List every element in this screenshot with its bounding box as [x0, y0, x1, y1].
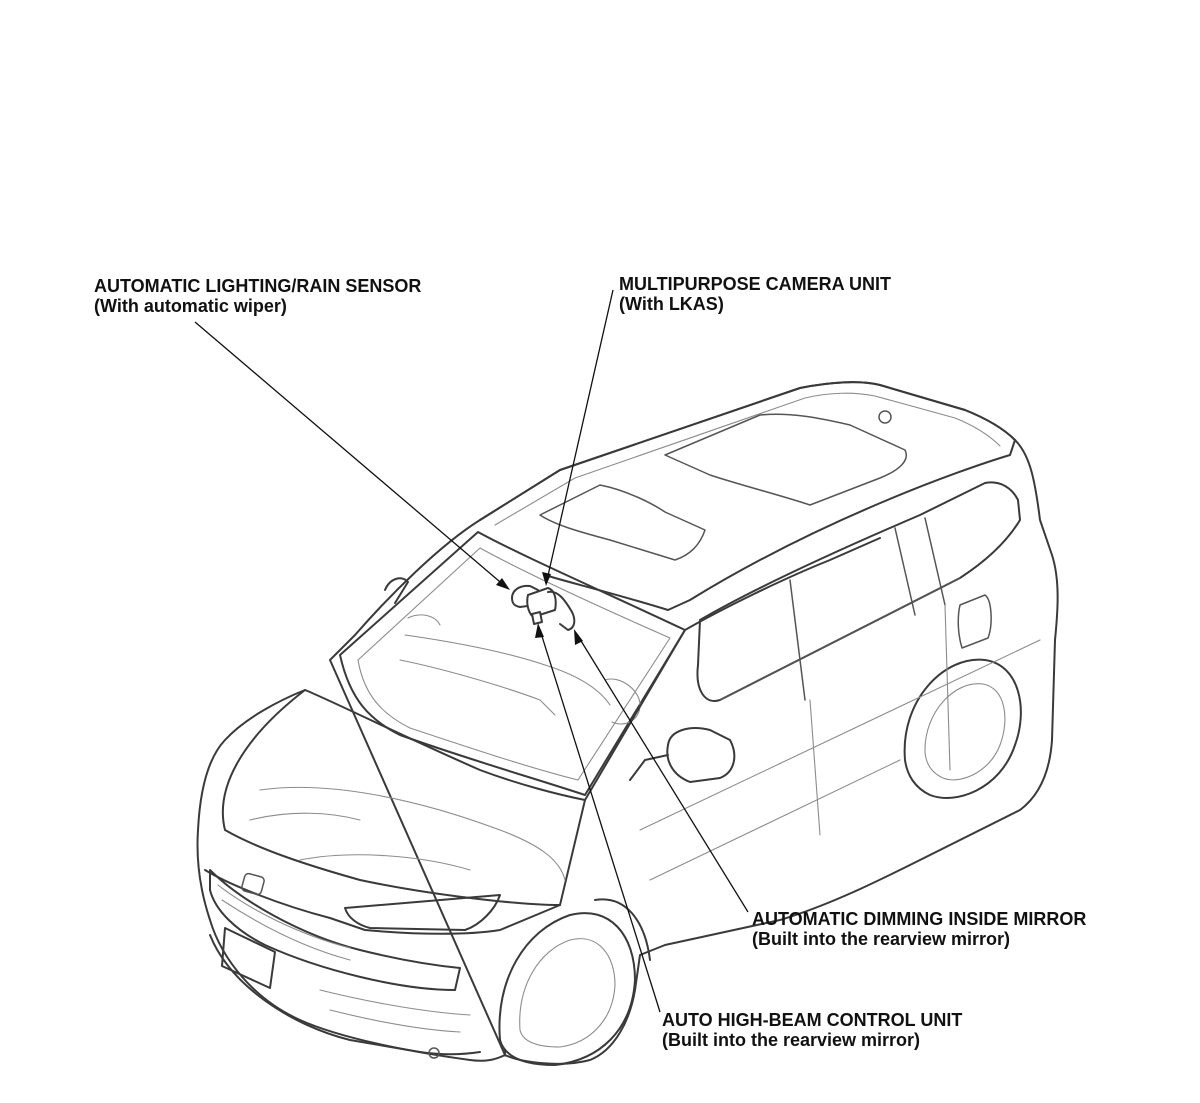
arrowhead-rain-sensor: [496, 578, 510, 590]
leader-high-beam: [539, 629, 661, 1013]
callout-high-beam-title: AUTO HIGH-BEAM CONTROL UNIT: [662, 1010, 963, 1030]
hood: [221, 689, 586, 906]
rear-sunroof: [664, 413, 907, 506]
side-mirror: [666, 727, 736, 783]
leader-camera: [546, 289, 614, 581]
rearview-mirror-icon: [547, 590, 576, 631]
callout-rain-sensor-title: AUTOMATIC LIGHTING/RAIN SENSOR: [94, 276, 422, 296]
front-wheel: [498, 898, 651, 1066]
windshield: [339, 531, 686, 796]
leader-dimming-mirror: [577, 635, 749, 913]
front-sunroof: [539, 484, 706, 561]
arrowhead-dimming-mirror: [574, 629, 583, 645]
arrowhead-high-beam: [535, 623, 544, 638]
callout-rain-sensor-note: (With automatic wiper): [94, 296, 287, 316]
callout-dimming-mirror-note: (Built into the rearview mirror): [752, 929, 1011, 949]
arrowhead-camera: [542, 572, 551, 586]
rear-wheel: [903, 658, 1022, 799]
leader-rain-sensor: [194, 321, 507, 588]
callout-high-beam: AUTO HIGH-BEAM CONTROL UNIT (Built into …: [662, 1010, 962, 1050]
side-windows: [696, 481, 1021, 702]
callout-camera-title: MULTIPURPOSE CAMERA UNIT: [619, 274, 891, 294]
grille: [209, 869, 461, 991]
fuel-door: [957, 594, 992, 649]
callout-high-beam-note: (Built into the rearview mirror): [662, 1030, 921, 1050]
camera-housing-icon: [526, 587, 557, 618]
rearview-mirror-assembly: [511, 584, 576, 631]
callout-dimming-mirror: AUTOMATIC DIMMING INSIDE MIRROR (Built i…: [752, 909, 1086, 949]
roof: [479, 381, 1016, 611]
emblem: [241, 872, 265, 896]
callout-dimming-mirror-title: AUTOMATIC DIMMING INSIDE MIRROR: [752, 909, 1087, 929]
headlight: [344, 894, 501, 931]
callout-rain-sensor: AUTOMATIC LIGHTING/RAIN SENSOR (With aut…: [94, 276, 421, 316]
license-plate: [221, 927, 276, 989]
front-fascia: [204, 869, 561, 935]
callout-camera-note: (With LKAS): [619, 294, 724, 314]
suv-line-drawing: [196, 381, 1059, 1066]
leader-lines: [194, 289, 749, 1013]
callout-camera: MULTIPURPOSE CAMERA UNIT (With LKAS): [619, 274, 891, 314]
